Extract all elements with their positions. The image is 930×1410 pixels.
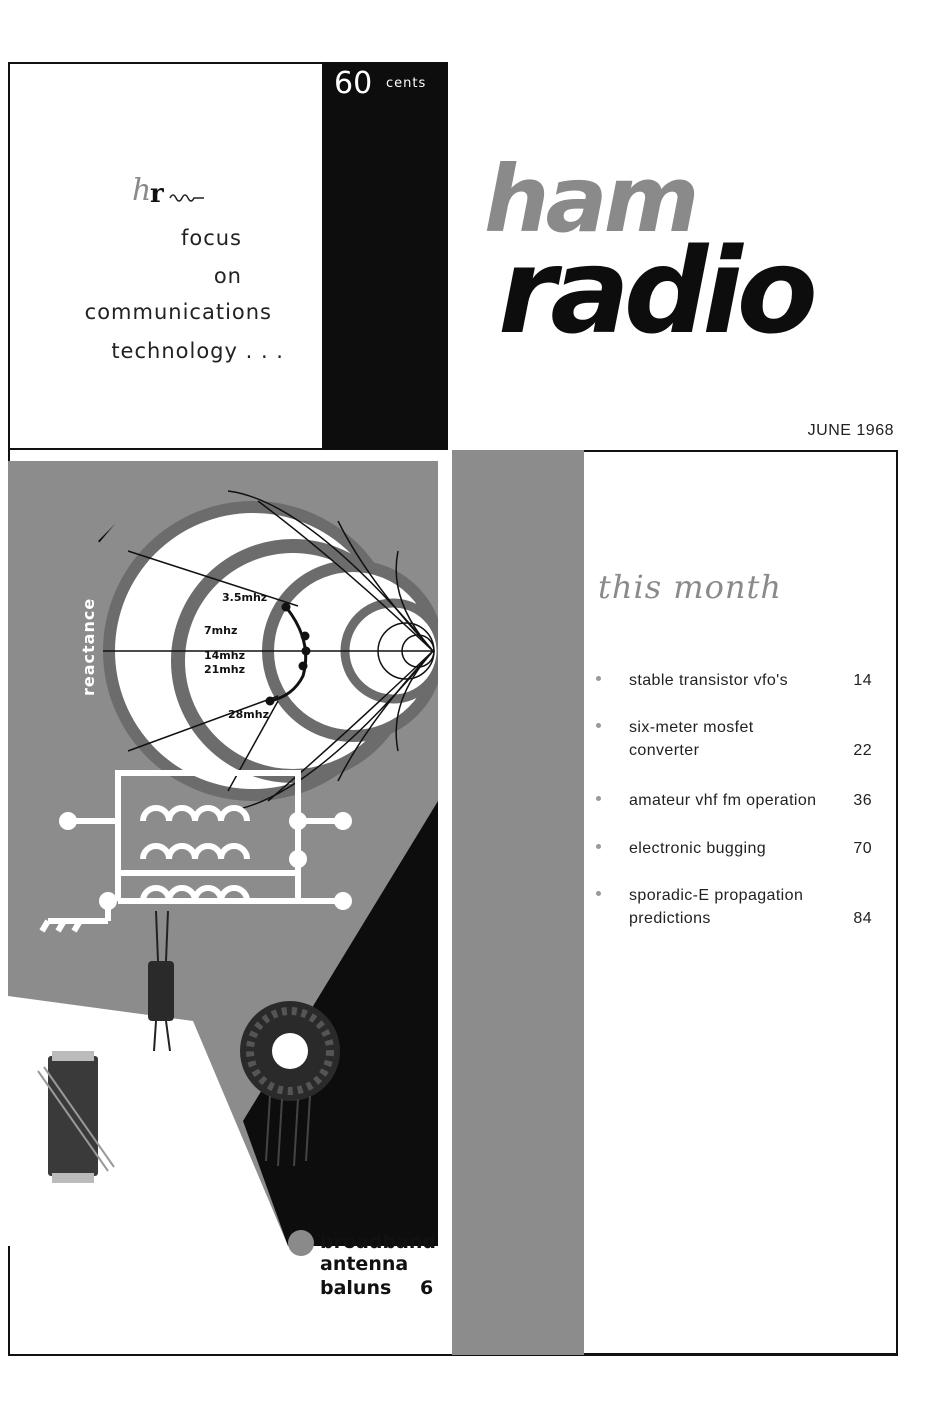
price-unit: cents [386, 76, 427, 91]
masthead-ham: ham [484, 146, 699, 253]
frequency-label: 28mhz [228, 708, 269, 721]
issue-date: JUNE 1968 [807, 422, 894, 439]
toc-page: 84 [853, 910, 872, 927]
frequency-label: 21mhz [204, 663, 245, 676]
black-lower-shape [243, 801, 438, 1246]
this-month-heading: this month [598, 568, 782, 606]
feature-title-line: antenna [320, 1253, 409, 1275]
tagline-line: communications [84, 300, 272, 324]
locus-point [265, 696, 275, 706]
toc-title: six-meter mosfet converter [629, 719, 754, 759]
contents-panel [584, 450, 898, 1355]
locus-point [301, 646, 311, 656]
toc-page: 70 [853, 840, 872, 857]
feature-title-line: broadband [320, 1231, 436, 1253]
toc-page: 22 [853, 742, 872, 759]
svg-text:h: h [132, 173, 151, 208]
toc-title: amateur vhf fm operation [629, 792, 817, 809]
feature-page: 6 [420, 1277, 434, 1299]
terminal-dot [59, 812, 77, 830]
frame-bottom [8, 1354, 898, 1356]
cover-illustration: reactance 3.5mhz 7mhz 14mhz 21mhz 28mhz [8, 461, 446, 1246]
toc-title: stable transistor vfo's [629, 672, 788, 689]
gray-column [452, 450, 584, 1355]
toc-page: 14 [853, 672, 872, 689]
feature-title-line: baluns [320, 1277, 392, 1299]
frequency-label: 14mhz [204, 649, 245, 662]
locus-point [300, 631, 310, 641]
bullet-icon [596, 844, 601, 849]
toc-title: electronic bugging [629, 840, 767, 857]
feature-bullet-icon [288, 1230, 314, 1256]
bullet-icon [596, 796, 601, 801]
frequency-label: 7mhz [204, 624, 237, 637]
bullet-icon [596, 676, 601, 681]
terminal-dot [334, 892, 352, 910]
frequency-label: 3.5mhz [222, 591, 267, 604]
coil-component [148, 910, 174, 1052]
reactance-label: reactance [79, 598, 98, 696]
terminal-dot [289, 850, 307, 868]
locus-point [281, 602, 291, 612]
bullet-icon [596, 891, 601, 896]
hr-logo: h r [130, 168, 214, 217]
tagline-line: focus [180, 226, 242, 250]
toc-item[interactable]: six-meter mosfet converter 22 [596, 716, 872, 764]
terminal-dot [289, 812, 307, 830]
price-band [322, 62, 448, 450]
svg-text:r: r [150, 179, 164, 209]
terminal-dot [99, 892, 117, 910]
toc-item[interactable]: sporadic-E propagation predictions 84 [596, 884, 872, 932]
locus-point [298, 661, 308, 671]
bullet-icon [596, 723, 601, 728]
tagline-line: technology . . . [111, 339, 284, 363]
toc-title: sporadic-E propagation predictions [629, 887, 804, 927]
toc-item[interactable]: stable transistor vfo's 14 [596, 669, 872, 693]
toc-item[interactable]: amateur vhf fm operation 36 [596, 789, 872, 813]
toc-page: 36 [853, 792, 872, 809]
terminal-dot [334, 812, 352, 830]
ferrite-rod-component [37, 1051, 115, 1183]
smith-chart [103, 490, 446, 812]
price-amount: 60 [334, 66, 373, 101]
tagline-line: on [213, 264, 242, 288]
masthead-radio: radio [498, 222, 818, 360]
toroid-component [240, 1001, 340, 1167]
toc-item[interactable]: electronic bugging 70 [596, 837, 872, 861]
